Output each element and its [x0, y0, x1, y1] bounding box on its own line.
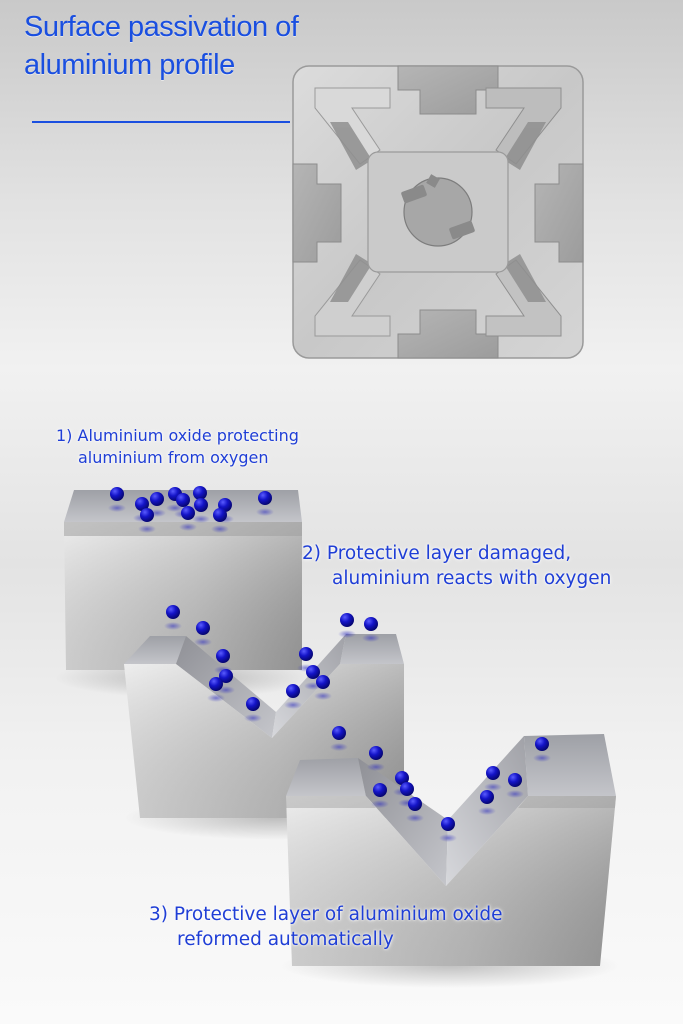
- oxygen-atom: [209, 677, 223, 691]
- oxygen-atom: [246, 697, 260, 711]
- oxide-layer-atom: [213, 508, 227, 522]
- block-2-top-left: [124, 636, 186, 664]
- block-3-oxide-edge-right: [518, 796, 616, 808]
- oxide-layer-atom: [176, 493, 190, 507]
- oxygen-atom: [306, 665, 320, 679]
- oxygen-atom-shadow: [138, 525, 156, 533]
- oxygen-atoms: [108, 486, 551, 842]
- aluminium-profile-illustration: [292, 65, 584, 359]
- profile-t-slots: [292, 65, 584, 359]
- step-1-line-2: aluminium from oxygen: [78, 448, 269, 467]
- oxygen-atom-shadow: [314, 692, 332, 700]
- oxygen-atom: [286, 684, 300, 698]
- oxygen-atom-shadow: [406, 814, 424, 822]
- step-3-caption: 3) Protective layer of aluminium oxide r…: [149, 902, 502, 952]
- profile-bore-keys: [401, 174, 475, 240]
- step-2-caption: 2) Protective layer damaged, aluminium r…: [302, 541, 611, 591]
- oxygen-atom-shadow: [108, 504, 126, 512]
- step-1-line-1: 1) Aluminium oxide protecting: [56, 426, 299, 445]
- oxide-layer-atom: [508, 773, 522, 787]
- page-title: Surface passivation of aluminium profile: [24, 8, 299, 84]
- block-3-oxide-edge: [286, 796, 376, 808]
- oxide-layer-atom: [110, 487, 124, 501]
- step-2-line-2: aluminium reacts with oxygen: [332, 568, 612, 589]
- oxygen-atom: [166, 605, 180, 619]
- title-underline: [32, 121, 290, 123]
- title-line-1: Surface passivation of: [24, 11, 299, 43]
- oxygen-atom-shadow: [371, 800, 389, 808]
- oxygen-atom: [219, 669, 233, 683]
- oxygen-atom-shadow: [338, 630, 356, 638]
- profile-corner-arms: [314, 87, 562, 337]
- oxide-layer-atom: [395, 771, 409, 785]
- oxide-layer-atom: [369, 746, 383, 760]
- oxygen-atom-shadow: [207, 694, 225, 702]
- oxide-layer-atom: [373, 783, 387, 797]
- oxide-layer-atom: [400, 782, 414, 796]
- oxygen-atom-shadow: [211, 525, 229, 533]
- oxide-layer-atom: [193, 486, 207, 500]
- step-3-line-2: reformed automatically: [177, 929, 394, 950]
- oxide-layer-atom: [535, 737, 549, 751]
- oxide-layer-atom: [181, 506, 195, 520]
- oxide-layer-atom: [140, 508, 154, 522]
- oxygen-atom-shadow: [256, 508, 274, 516]
- oxide-layer-atom: [135, 497, 149, 511]
- step-2-line-1: 2) Protective layer damaged,: [302, 543, 572, 564]
- oxide-layer-atom: [486, 766, 500, 780]
- oxygen-atom: [196, 621, 210, 635]
- oxygen-atom-shadow: [164, 622, 182, 630]
- oxygen-atom-shadow: [194, 638, 212, 646]
- oxygen-atom-shadow: [362, 634, 380, 642]
- oxygen-atom-shadow: [367, 763, 385, 771]
- oxygen-atom-shadow: [478, 807, 496, 815]
- step-1-caption: 1) Aluminium oxide protecting aluminium …: [56, 425, 299, 469]
- profile-cavities: [330, 122, 546, 302]
- title-line-2: aluminium profile: [24, 49, 235, 81]
- oxygen-atom: [364, 617, 378, 631]
- oxygen-atom: [216, 649, 230, 663]
- block-1-front-shade: [64, 522, 302, 670]
- oxygen-atom-shadow: [192, 515, 210, 523]
- oxygen-atom-shadow: [506, 790, 524, 798]
- oxygen-atom-shadow: [533, 754, 551, 762]
- oxide-layer-atom: [480, 790, 494, 804]
- oxygen-atom: [299, 647, 313, 661]
- oxygen-atom-shadow: [179, 523, 197, 531]
- oxide-layer-atom: [332, 726, 346, 740]
- step-3-line-1: 3) Protective layer of aluminium oxide: [149, 904, 503, 925]
- oxygen-atom-shadow: [330, 743, 348, 751]
- oxide-layer-atom: [441, 817, 455, 831]
- oxygen-atom: [340, 613, 354, 627]
- oxide-layer-atom: [194, 498, 208, 512]
- oxygen-atom-shadow: [244, 714, 262, 722]
- oxygen-atom-shadow: [284, 701, 302, 709]
- block-3-front-shade: [286, 796, 616, 966]
- oxygen-atom-shadow: [484, 783, 502, 791]
- block-intact-oxide: [55, 490, 315, 698]
- oxygen-atom: [316, 675, 330, 689]
- oxide-layer-atom: [150, 492, 164, 506]
- oxygen-atom-shadow: [439, 834, 457, 842]
- block-2-top-right: [340, 634, 404, 664]
- block-3-top-right: [524, 734, 616, 796]
- oxide-layer-atom: [258, 491, 272, 505]
- oxide-layer-atom: [408, 797, 422, 811]
- block-3-top-left: [286, 758, 366, 796]
